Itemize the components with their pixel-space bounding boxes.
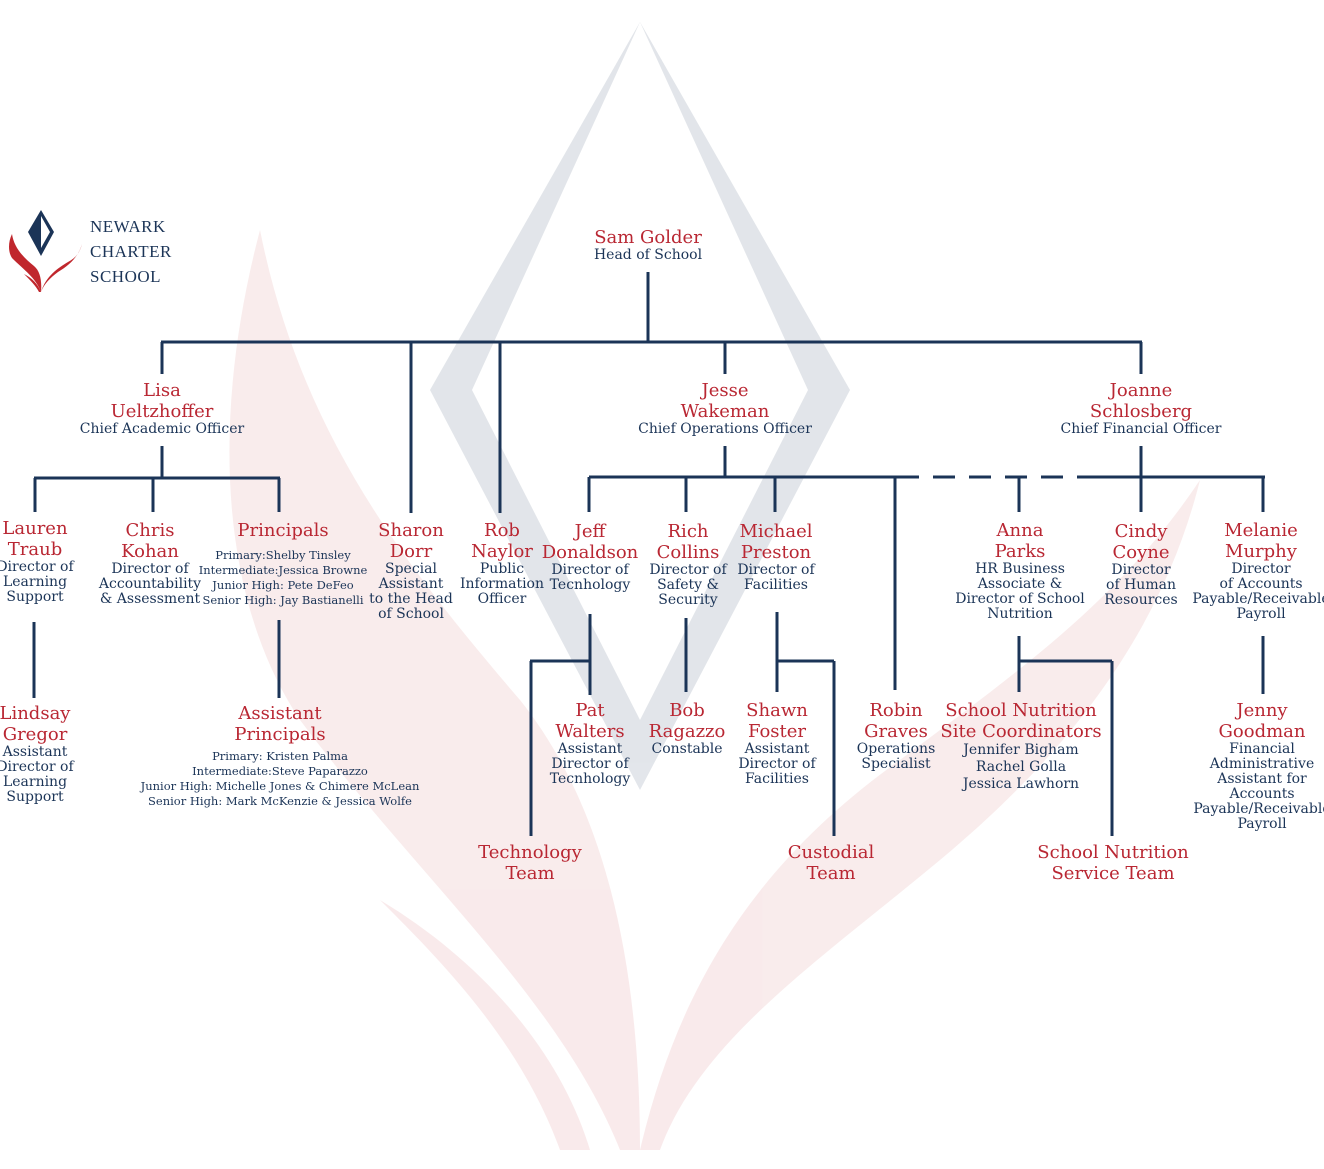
node-custodial-team: Custodial Team xyxy=(787,842,875,884)
node-robin-graves: Robin Graves Operations Specialist xyxy=(856,700,936,772)
node-title: Head of School xyxy=(593,247,703,263)
node-jenny-goodman: Jenny Goodman Financial Administrative A… xyxy=(1193,700,1324,832)
node-school-nutrition-site-coordinators: School Nutrition Site Coordinators Jenni… xyxy=(940,700,1102,792)
node-head-of-school: Sam Golder Head of School xyxy=(594,227,702,263)
node-sharon-dorr: Sharon Dorr Special Assistant to the Hea… xyxy=(369,520,453,622)
school-logo-icon xyxy=(9,210,82,292)
node-principals: Principals Primary:Shelby Tinsley Interm… xyxy=(198,520,368,607)
node-technology-team: Technology Team xyxy=(478,842,582,884)
node-bob-ragazzo: Bob Ragazzo Constable xyxy=(648,700,726,757)
node-lisa-ueltzhoffer: Lisa Ueltzhoffer Chief Academic Officer xyxy=(79,380,245,437)
node-cindy-coyne: Cindy Coyne Director of Human Resources xyxy=(1104,521,1178,608)
node-shawn-foster: Shawn Foster Assistant Director of Facil… xyxy=(738,700,816,787)
node-melanie-murphy: Melanie Murphy Director of Accounts Paya… xyxy=(1192,520,1324,622)
node-assistant-principals: Assistant Principals Primary: Kristen Pa… xyxy=(140,703,420,808)
node-jesse-wakeman: Jesse Wakeman Chief Operations Officer xyxy=(638,380,812,437)
node-jeff-donaldson: Jeff Donaldson Director of Tecnhology xyxy=(541,521,639,593)
node-rich-collins: Rich Collins Director of Safety & Securi… xyxy=(649,521,727,608)
node-school-nutrition-service-team: School Nutrition Service Team xyxy=(1037,842,1189,884)
node-chris-kohan: Chris Kohan Director of Accountability &… xyxy=(98,520,202,607)
node-name: Sam Golder xyxy=(594,227,702,248)
node-michael-preston: Michael Preston Director of Facilities xyxy=(737,521,815,593)
node-rob-naylor: Rob Naylor Public Information Officer xyxy=(459,520,545,607)
node-joanne-schlosberg: Joanne Schlosberg Chief Financial Office… xyxy=(1060,380,1222,437)
node-lindsay-gregor: Lindsay Gregor Assistant Director of Lea… xyxy=(0,703,74,805)
node-anna-parks: Anna Parks HR Business Associate & Direc… xyxy=(955,520,1085,622)
node-lauren-traub: Lauren Traub Director of Learning Suppor… xyxy=(0,518,74,605)
school-name: NEWARK CHARTER SCHOOL xyxy=(90,217,172,286)
node-pat-walters: Pat Walters Assistant Director of Tecnho… xyxy=(549,700,631,787)
